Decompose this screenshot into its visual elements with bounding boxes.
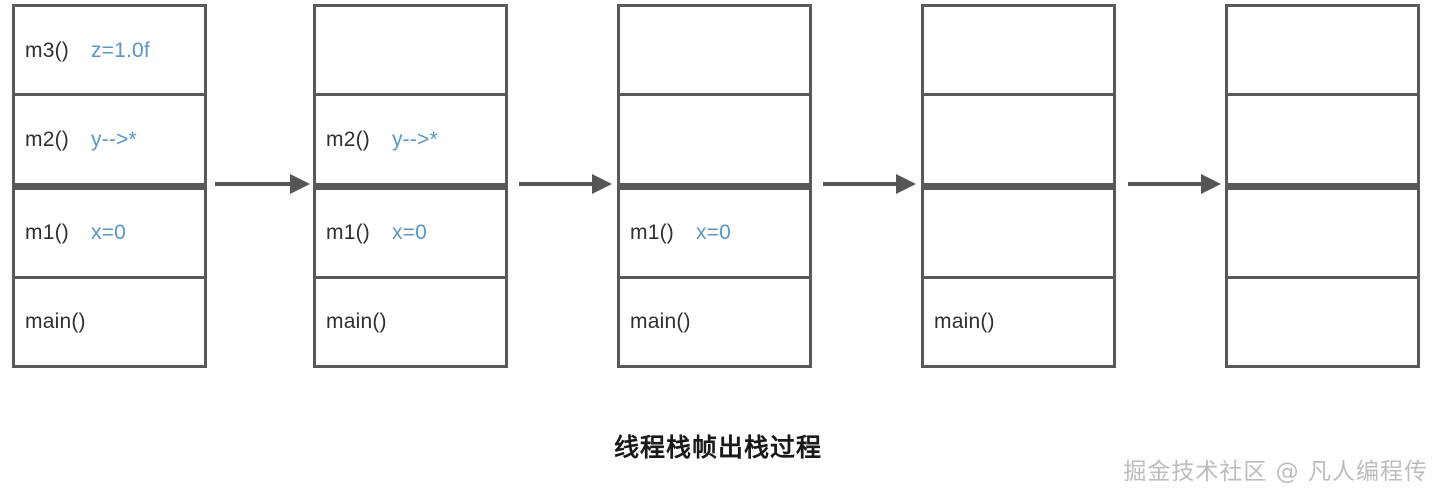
- stack-frame: [921, 186, 1116, 276]
- stack-column-3: m1() x=0 main(): [617, 4, 812, 368]
- stack-frame: [1225, 275, 1420, 368]
- arrow-shaft: [215, 182, 293, 186]
- stack-frame: m3() z=1.0f: [12, 4, 207, 94]
- frame-variable-label: x=0: [391, 221, 428, 245]
- frame-method-label: main(): [630, 310, 691, 334]
- arrow-shaft: [519, 182, 595, 186]
- transition-arrow: [1128, 174, 1221, 194]
- frame-variable-label: y-->*: [90, 127, 137, 151]
- stack-frame: [617, 4, 812, 94]
- stack-frame: [921, 4, 1116, 94]
- frame-method-label: m2(): [25, 127, 69, 151]
- stack-frame: [921, 93, 1116, 188]
- stack-column-5: [1225, 4, 1420, 368]
- frame-variable-label: y-->*: [391, 127, 438, 151]
- stack-frame: m1() x=0: [313, 186, 508, 276]
- stack-frame: m2() y-->*: [313, 93, 508, 188]
- watermark-text: 掘金技术社区 @ 凡人编程传: [1123, 459, 1428, 485]
- stack-column-2: m2() y-->* m1() x=0 main(): [313, 4, 508, 368]
- frame-method-label: m1(): [630, 221, 674, 245]
- stack-frame: main(): [12, 275, 207, 368]
- stack-frame: m1() x=0: [617, 186, 812, 276]
- transition-arrow: [519, 174, 612, 194]
- arrow-head-icon: [592, 174, 612, 194]
- stack-frame: m1() x=0: [12, 186, 207, 276]
- stack-frame: main(): [617, 275, 812, 368]
- frame-method-label: main(): [25, 310, 86, 334]
- frame-method-label: main(): [326, 310, 387, 334]
- stack-frame: [1225, 4, 1420, 94]
- arrow-head-icon: [290, 174, 310, 194]
- frame-variable-label: z=1.0f: [90, 38, 150, 62]
- frame-method-label: m1(): [25, 221, 69, 245]
- frame-method-label: m2(): [326, 127, 370, 151]
- stack-frame: [617, 93, 812, 188]
- stack-frame: [313, 4, 508, 94]
- frame-method-label: main(): [934, 310, 995, 334]
- arrow-head-icon: [1201, 174, 1221, 194]
- transition-arrow: [823, 174, 916, 194]
- transition-arrow: [215, 174, 310, 194]
- stack-column-4: main(): [921, 4, 1116, 368]
- arrow-head-icon: [896, 174, 916, 194]
- stack-frame: main(): [921, 275, 1116, 368]
- arrow-shaft: [1128, 182, 1204, 186]
- diagram-caption: 线程栈帧出栈过程: [613, 433, 822, 462]
- stack-column-1: m3() z=1.0f m2() y-->* m1() x=0 main(): [12, 4, 207, 368]
- arrow-shaft: [823, 182, 899, 186]
- frame-variable-label: x=0: [90, 221, 127, 245]
- frame-method-label: m3(): [25, 38, 69, 62]
- stack-frame: [1225, 93, 1420, 188]
- frame-variable-label: x=0: [695, 221, 732, 245]
- stack-frame: main(): [313, 275, 508, 368]
- stack-frame: m2() y-->*: [12, 93, 207, 188]
- stack-frame: [1225, 186, 1420, 276]
- frame-method-label: m1(): [326, 221, 370, 245]
